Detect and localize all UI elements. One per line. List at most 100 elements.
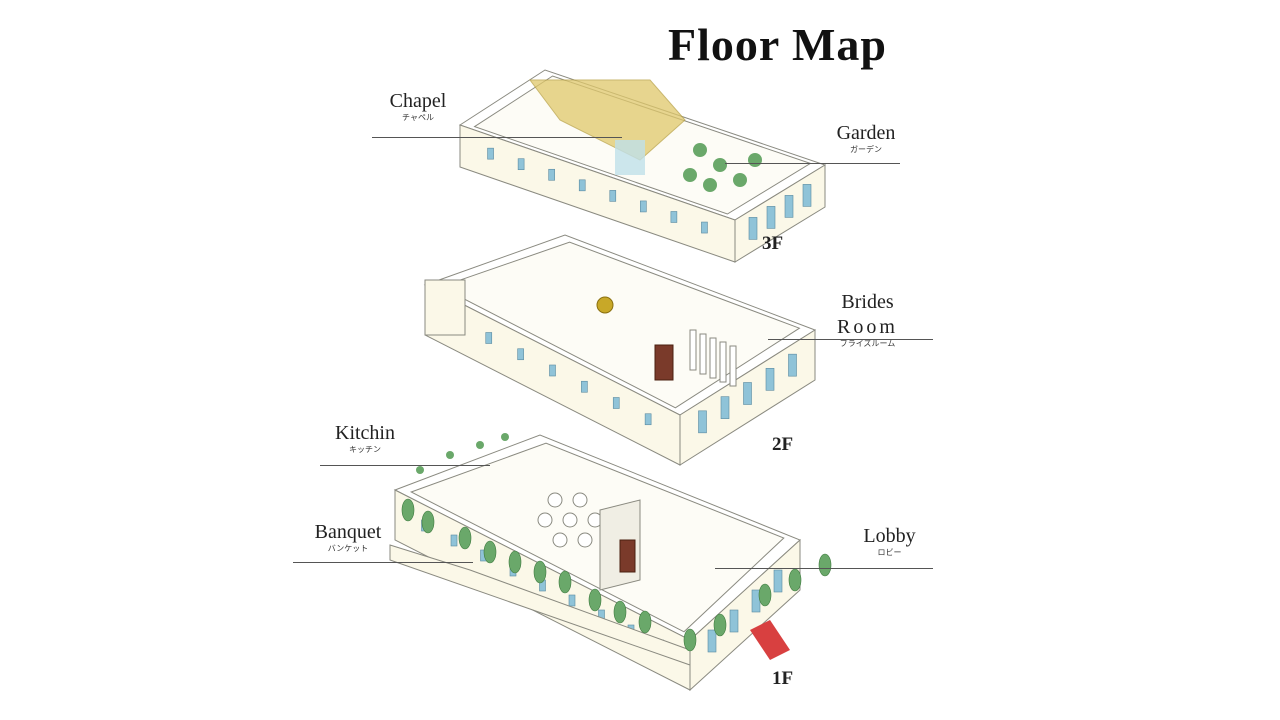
floor-3f-window	[609, 190, 617, 202]
potted-tree	[818, 553, 832, 577]
brides-room-door	[654, 344, 674, 381]
floor-3f-window	[517, 158, 525, 171]
brides-room-column	[699, 333, 707, 375]
page-title: Floor Map	[668, 19, 887, 70]
banquet-table	[562, 512, 578, 528]
label-chapel: Chapel チャペル	[378, 90, 458, 124]
floor-2f-window	[517, 348, 524, 361]
floor-2f-large-window	[788, 353, 797, 377]
banquet-table	[547, 492, 563, 508]
potted-tree	[558, 570, 572, 594]
leader-line-brides-room	[768, 339, 933, 340]
floor-1f-large-window	[707, 629, 717, 653]
banquet-table	[577, 532, 593, 548]
chapel-gold-curtain	[529, 79, 686, 161]
floor-2f-annex-block	[424, 279, 466, 336]
rooftop-shrub	[476, 441, 484, 449]
chapel-glass-wall	[615, 140, 645, 175]
label-garden-en: Garden	[836, 122, 896, 144]
rooftop-shrub	[446, 451, 454, 459]
floor-2f-large-window	[698, 410, 707, 434]
garden-tree	[748, 153, 762, 167]
floor-1f-window	[450, 534, 458, 547]
floor-2f-large-window	[765, 368, 775, 391]
leader-line-garden	[725, 163, 900, 164]
floor-label-1f: 1F	[772, 668, 794, 689]
banquet-table	[552, 532, 568, 548]
rooftop-shrub	[501, 433, 509, 441]
floor-3f-side-wall	[734, 164, 826, 263]
floor-2f-window	[485, 332, 493, 344]
garden-tree	[713, 158, 727, 172]
label-lobby-en: Lobby	[863, 525, 916, 547]
floor-3f-large-window	[784, 195, 794, 218]
leader-line-kitchin	[320, 465, 490, 466]
floor-3f-window	[578, 179, 586, 192]
label-kitchin-jp: キッチン	[349, 445, 381, 454]
potted-tree	[613, 600, 627, 624]
floor-1f-large-window	[773, 569, 783, 593]
potted-tree	[421, 510, 435, 534]
label-chapel-jp: チャペル	[402, 113, 434, 122]
potted-tree	[483, 540, 497, 564]
floor-3f-large-window	[748, 217, 758, 240]
label-chapel-en: Chapel	[389, 90, 447, 112]
garden-tree	[683, 168, 697, 182]
floor-label-3f: 3F	[762, 233, 784, 254]
1f-terrace	[389, 544, 691, 666]
label-brides-en-1: Brides	[841, 291, 894, 313]
floor-3f-window	[548, 168, 555, 181]
garden-tree	[703, 178, 717, 192]
leader-line-banquet	[293, 562, 473, 563]
floor-1f-side-wall	[689, 538, 801, 692]
garden-tree	[733, 173, 747, 187]
label-lobby-jp: ロビー	[877, 548, 902, 557]
potted-tree	[458, 526, 472, 550]
potted-tree	[508, 550, 522, 574]
lobby-door	[619, 539, 636, 573]
leader-line-lobby	[715, 568, 933, 569]
label-lobby: Lobby ロビー	[852, 525, 927, 559]
potted-tree	[533, 560, 547, 584]
label-kitchin-en: Kitchin	[335, 422, 395, 444]
rooftop-shrub	[416, 466, 424, 474]
floor-3f-window	[640, 200, 647, 213]
floor-2f-large-window	[720, 396, 730, 419]
label-banquet-jp: バンケット	[327, 544, 369, 553]
floor-2f-large-window	[743, 382, 752, 405]
potted-tree	[683, 628, 697, 652]
banquet-table	[537, 512, 553, 528]
label-garden: Garden ガーデン	[826, 122, 906, 156]
label-brides-room: Brides Room ブライズルーム	[820, 291, 915, 350]
floor-2f-window	[644, 413, 652, 426]
potted-tree	[638, 610, 652, 634]
floor-3f-window	[701, 221, 708, 234]
label-banquet: Banquet バンケット	[303, 521, 393, 555]
floor-3f-window	[487, 147, 494, 160]
floor-3f-large-window	[802, 184, 812, 207]
potted-tree	[788, 568, 802, 592]
label-brides-jp: ブライズルーム	[839, 339, 896, 348]
brides-room-column	[689, 329, 697, 371]
floor-1f-large-window	[729, 609, 739, 633]
potted-tree	[588, 588, 602, 612]
chandelier-icon	[596, 296, 614, 314]
floor-label-2f: 2F	[772, 434, 794, 455]
floor-2f-window	[581, 380, 588, 393]
banquet-table	[572, 492, 588, 508]
potted-tree	[401, 498, 415, 522]
label-kitchin: Kitchin キッチン	[325, 422, 405, 456]
floor-2f-window	[612, 397, 620, 409]
label-brides-en-2: Room	[837, 316, 898, 338]
potted-tree	[713, 613, 727, 637]
floor-3f-window	[670, 211, 678, 223]
entrance-red-carpet	[750, 620, 790, 660]
floor-3f-large-window	[766, 206, 776, 229]
potted-tree	[758, 583, 772, 607]
garden-tree	[693, 143, 707, 157]
brides-room-column	[719, 341, 727, 383]
label-garden-jp: ガーデン	[850, 145, 882, 154]
floor-1f-window	[568, 594, 576, 607]
leader-line-chapel	[372, 137, 622, 138]
